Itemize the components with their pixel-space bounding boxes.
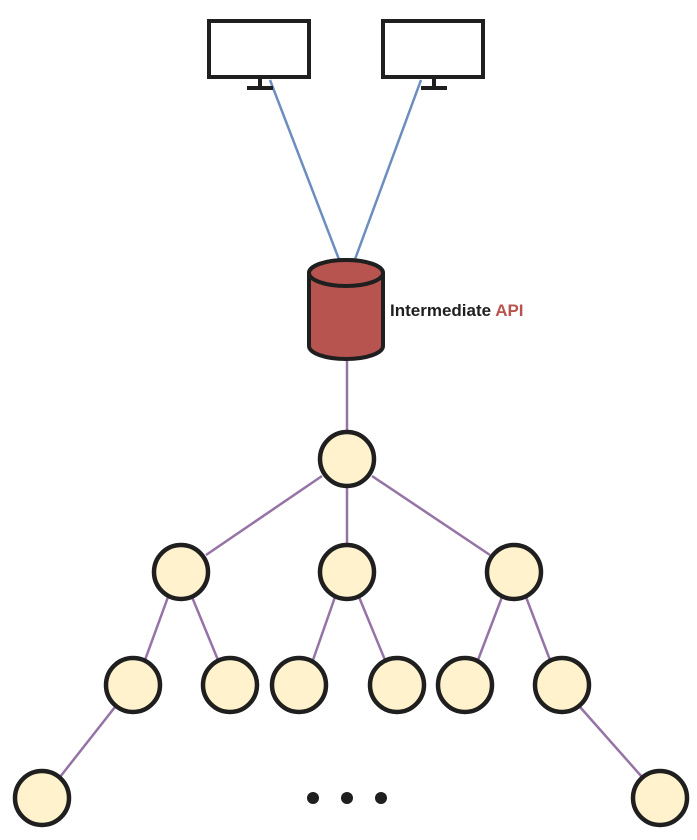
tree-node-leaf — [12, 768, 72, 828]
tree-node — [532, 655, 592, 715]
tree-node — [103, 655, 163, 715]
api-label-accent: API — [495, 301, 524, 320]
client-link-right — [352, 79, 423, 263]
ellipsis-dot — [375, 792, 387, 804]
tree-node-root — [317, 429, 377, 489]
l1-to-a-link — [143, 596, 170, 661]
api-label: Intermediate API — [390, 301, 524, 321]
monitor-icon — [381, 19, 485, 90]
tree-node — [435, 655, 495, 715]
r1-to-e-link — [476, 596, 504, 661]
m1-to-d-link — [357, 596, 387, 661]
tree-nodes — [12, 429, 690, 828]
l1-to-b-link — [190, 596, 220, 661]
root-to-left-link — [205, 474, 323, 557]
tree-node-leaf — [630, 768, 690, 828]
a-to-leaf-left-link — [59, 706, 116, 778]
monitor-icon — [207, 19, 311, 90]
tree-node — [484, 542, 544, 602]
root-to-right-link — [371, 474, 491, 557]
tree-node — [269, 655, 329, 715]
ellipsis-dot — [341, 792, 353, 804]
client-links — [268, 79, 423, 263]
continuation-ellipsis: ... — [307, 792, 387, 804]
r1-to-f-link — [524, 596, 552, 661]
client-link-left — [268, 79, 342, 263]
database-cylinder-icon — [307, 258, 385, 361]
tree-node — [151, 542, 211, 602]
m1-to-c-link — [311, 596, 337, 661]
tree-links — [59, 360, 643, 778]
ellipsis-dot — [307, 792, 319, 804]
tree-node — [200, 655, 260, 715]
tree-node — [317, 542, 377, 602]
api-label-prefix: Intermediate — [390, 301, 492, 320]
tree-node — [367, 655, 427, 715]
f-to-leaf-right-link — [579, 706, 643, 778]
